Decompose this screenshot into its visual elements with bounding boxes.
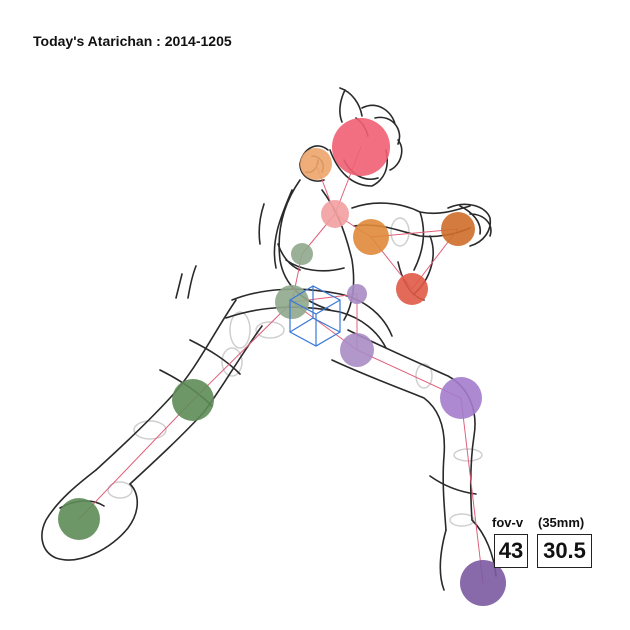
bone-kneeL-footL bbox=[78, 399, 194, 520]
joint-hand[interactable] bbox=[441, 212, 475, 246]
lens-value[interactable]: 30.5 bbox=[537, 534, 592, 568]
joint-kneeL[interactable] bbox=[172, 379, 214, 421]
joint-elbow[interactable] bbox=[396, 273, 428, 305]
fov-value[interactable]: 43 bbox=[494, 534, 528, 568]
sketch-lines bbox=[41, 87, 497, 591]
motion-line bbox=[175, 203, 265, 299]
joint-pelvis2[interactable] bbox=[340, 333, 374, 367]
guide-ellipse bbox=[255, 321, 285, 339]
joint-neckhip[interactable] bbox=[291, 243, 313, 265]
torso-outline bbox=[277, 243, 345, 272]
joint-chest[interactable] bbox=[321, 200, 349, 228]
guide-ellipse bbox=[133, 420, 167, 440]
joint-kneeR[interactable] bbox=[440, 377, 482, 419]
lens-label: (35mm) bbox=[538, 515, 585, 530]
hand-outline bbox=[447, 203, 492, 247]
joint-footL[interactable] bbox=[58, 498, 100, 540]
guide-ellipse bbox=[221, 347, 243, 377]
joint-shoulder[interactable] bbox=[353, 219, 389, 255]
guide-ellipse bbox=[107, 481, 133, 499]
bone-kneeR-footR bbox=[460, 397, 484, 584]
joint-pelvis[interactable] bbox=[347, 284, 367, 304]
joint-ear[interactable] bbox=[300, 148, 332, 180]
guide-ellipses bbox=[107, 217, 483, 527]
guide-ellipse bbox=[415, 363, 433, 389]
guide-ellipse bbox=[449, 513, 475, 527]
joint-hip[interactable] bbox=[275, 285, 309, 319]
joint-head[interactable] bbox=[332, 118, 390, 176]
bone-hip-kneeL bbox=[192, 301, 293, 401]
arm-outline bbox=[351, 202, 471, 301]
page-title: Today's Atarichan : 2014-1205 bbox=[33, 33, 232, 49]
joint-footR[interactable] bbox=[460, 560, 506, 606]
hair-stroke bbox=[339, 87, 403, 171]
pivot-gizmo-cube[interactable] bbox=[289, 285, 341, 347]
skeleton-joints bbox=[58, 118, 506, 606]
fov-label: fov-v bbox=[492, 515, 524, 530]
belt-outline bbox=[225, 288, 393, 349]
guide-ellipse bbox=[229, 311, 251, 349]
guide-ellipse bbox=[390, 217, 410, 247]
